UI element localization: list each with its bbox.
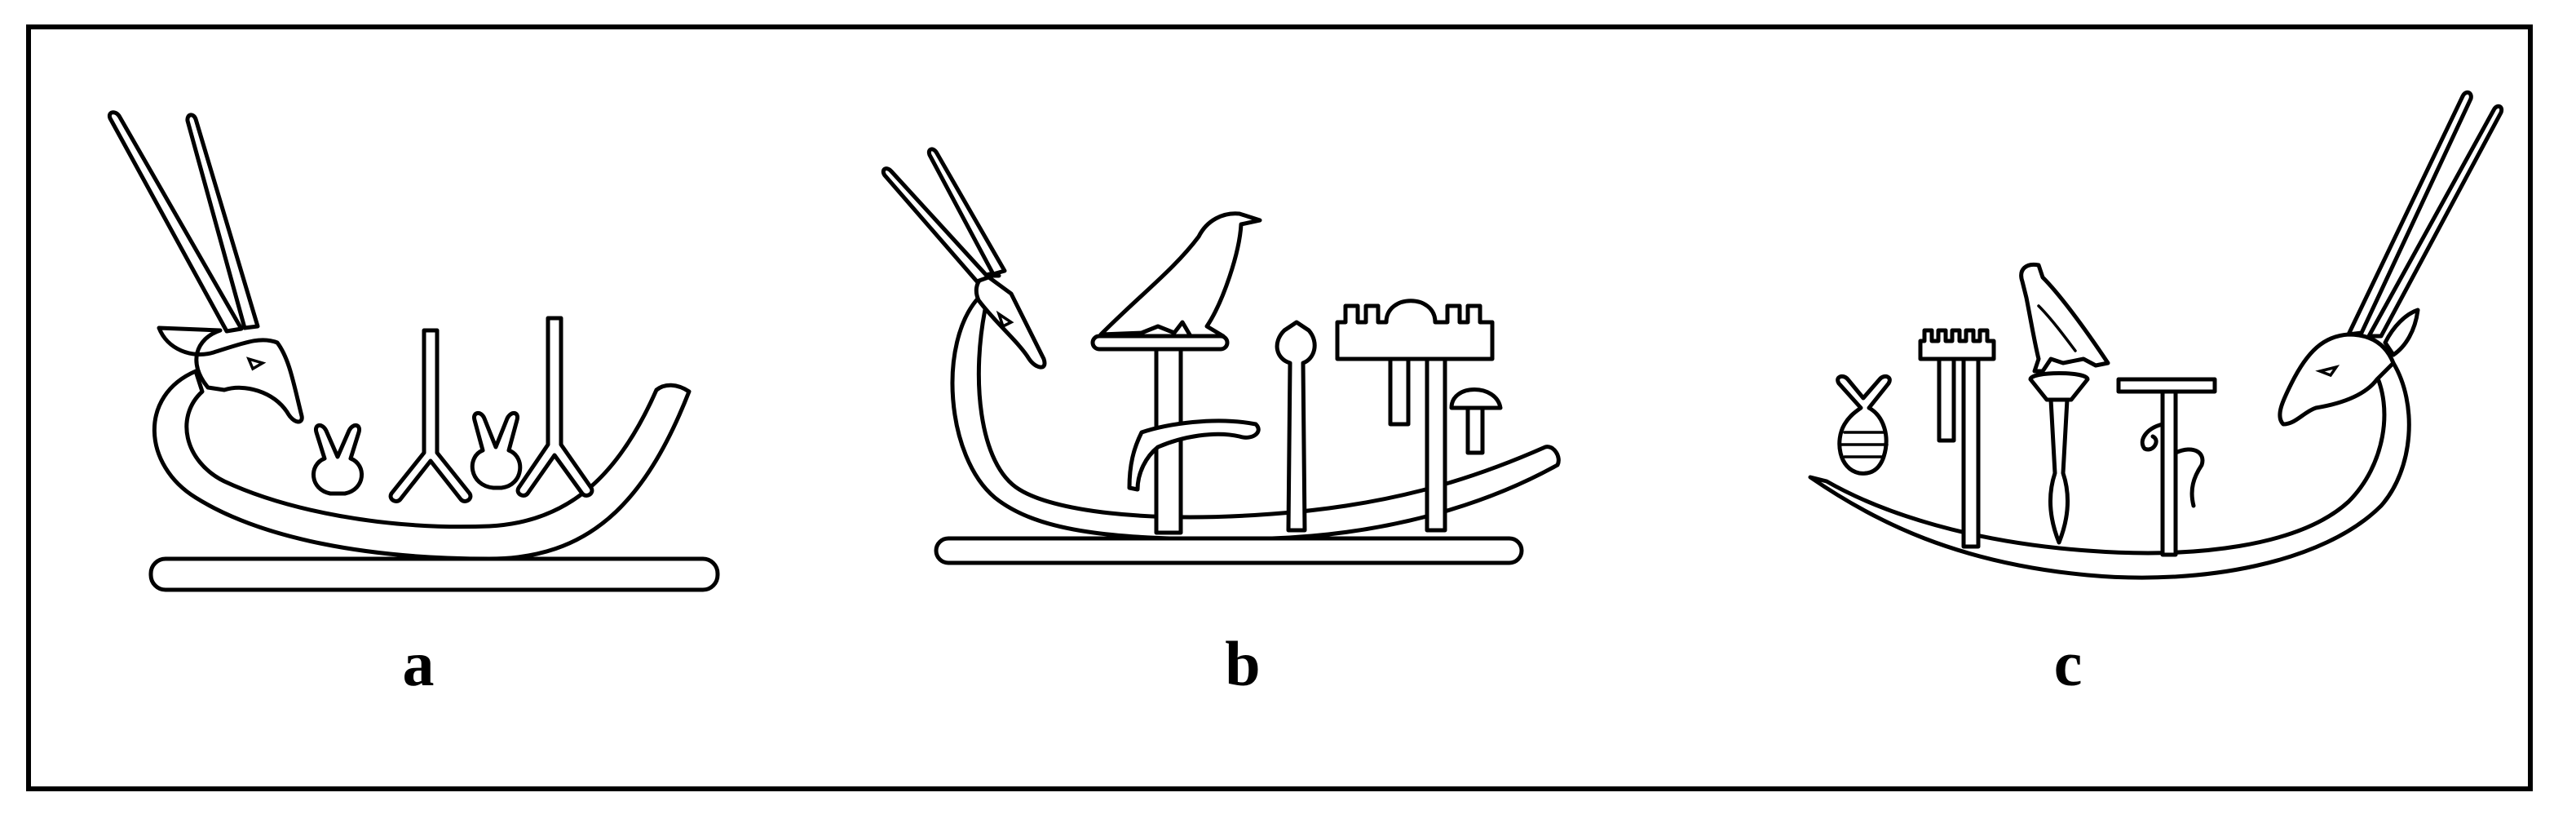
panel-a-drawing — [107, 110, 720, 592]
battlement-icon-c — [1918, 328, 1996, 361]
oryx-head-icon — [157, 325, 304, 424]
battlement-pole-left — [1388, 356, 1411, 427]
falcon-icon — [2019, 262, 2110, 374]
oryx-horn-left-c — [2346, 90, 2473, 337]
ground-bar — [148, 556, 720, 592]
oryx-horn-left — [107, 110, 244, 334]
hook-icon — [2140, 422, 2165, 452]
oryx-ear-icon — [2383, 308, 2420, 357]
panel-c-drawing — [1808, 90, 2504, 580]
boat-hull-icon-b — [950, 295, 1561, 542]
panel-b-drawing — [881, 147, 1561, 565]
ground-bar-b — [934, 536, 1524, 565]
vulture-icon — [1098, 211, 1262, 339]
fish-icon — [1836, 374, 1892, 476]
standard-streamer — [1127, 418, 1261, 492]
standard-pole-c — [2160, 389, 2178, 557]
battlement-pole-right-c — [1961, 356, 1981, 549]
oryx-horn-right-b — [926, 147, 1007, 277]
bull-horns-icon — [388, 328, 473, 503]
oryx-horn-right — [185, 113, 260, 330]
oryx-horn-left-b — [881, 166, 991, 284]
figure-frame — [26, 24, 2533, 791]
ka-arms-icon — [311, 423, 365, 496]
oryx-head-icon-c — [2278, 332, 2396, 427]
battlement-icon — [1335, 299, 1495, 361]
panel-label-b: b — [1225, 628, 1261, 699]
papyrus-fan-icon — [2028, 371, 2090, 402]
bull-horns-icon-2 — [515, 316, 594, 498]
oryx-horn-right-c — [2366, 104, 2504, 339]
ka-arms-icon-2 — [470, 411, 523, 490]
mace-icon — [1275, 320, 1317, 533]
panel-label-a: a — [402, 628, 435, 699]
mushroom-icon — [1449, 387, 1503, 455]
papyrus-stem — [2048, 397, 2070, 545]
boat-hull-icon — [152, 369, 691, 561]
battlement-pole-left-c — [1937, 356, 1956, 443]
panel-label-c: c — [2053, 628, 2083, 699]
streamer-icon-c — [2173, 447, 2205, 508]
battlement-pole-right — [1425, 356, 1447, 533]
